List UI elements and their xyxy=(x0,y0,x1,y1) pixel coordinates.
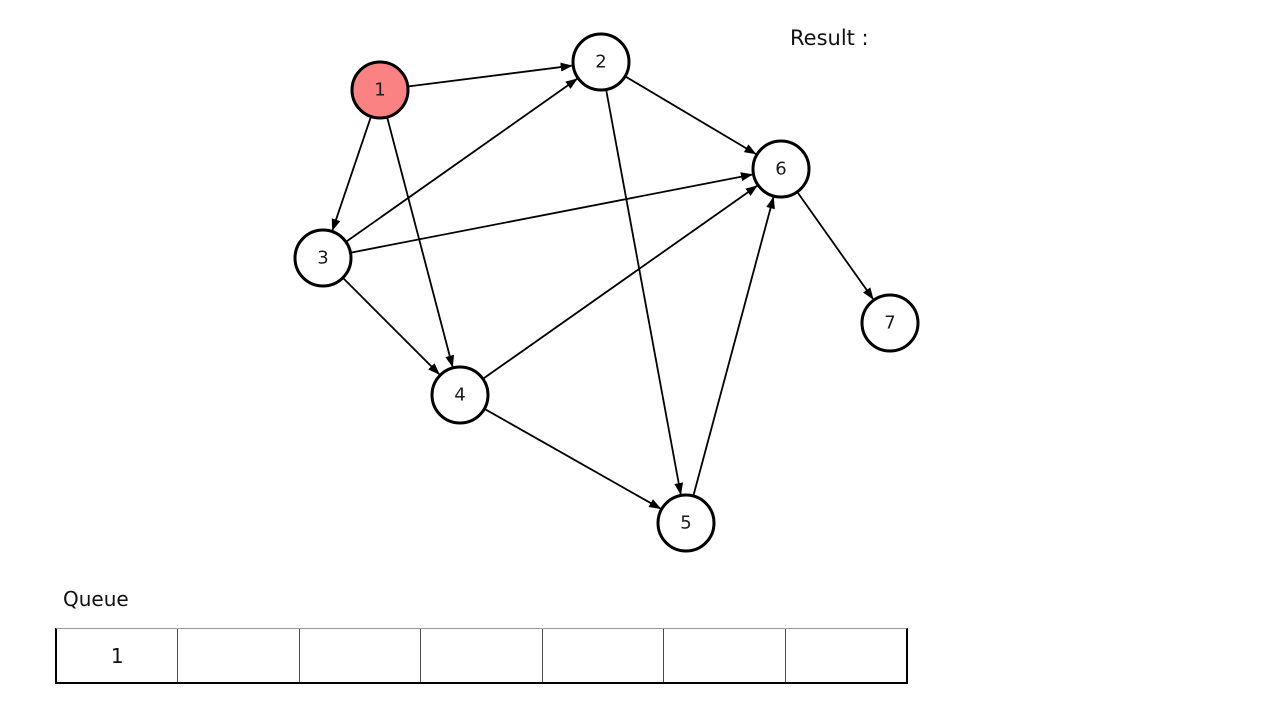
edge-3-2 xyxy=(345,78,578,243)
queue-cell-0: 1 xyxy=(110,643,124,668)
edge-6-7 xyxy=(796,191,874,300)
node-label-7: 7 xyxy=(884,313,895,334)
graph-node-2: 2 xyxy=(571,32,631,92)
node-label-6: 6 xyxy=(775,159,786,180)
edge-2-6 xyxy=(624,75,757,155)
queue-label: Queue xyxy=(63,587,129,611)
graph-node-6: 6 xyxy=(751,139,811,199)
node-circle-1 xyxy=(350,60,410,120)
node-label-4: 4 xyxy=(454,385,465,406)
graph-node-4: 4 xyxy=(430,365,490,425)
edge-1-3 xyxy=(331,116,372,232)
queue-cell-2 xyxy=(298,629,420,682)
edge-3-4 xyxy=(342,277,440,375)
node-label-1: 1 xyxy=(374,80,385,101)
queue-cell-1 xyxy=(177,629,298,682)
node-circle-7 xyxy=(860,293,920,353)
queue-cell-4 xyxy=(541,629,663,682)
edges-layer xyxy=(331,62,874,510)
edge-4-6 xyxy=(482,185,758,380)
graph-node-7: 7 xyxy=(860,293,920,353)
node-circle-4 xyxy=(430,365,490,425)
edge-2-5 xyxy=(605,89,684,495)
node-label-5: 5 xyxy=(680,513,691,534)
edge-1-2 xyxy=(407,62,573,88)
edge-4-5 xyxy=(483,408,662,510)
graph-node-1: 1 xyxy=(350,60,410,120)
queue-cell-6 xyxy=(784,629,906,682)
edge-1-4 xyxy=(386,116,455,368)
edge-5-6 xyxy=(692,196,775,497)
result-label: Result : xyxy=(790,26,869,50)
node-label-2: 2 xyxy=(595,52,606,73)
node-circle-6 xyxy=(751,139,811,199)
node-label-3: 3 xyxy=(317,248,328,269)
node-circle-5 xyxy=(656,493,716,553)
queue-cell-3 xyxy=(420,629,541,682)
node-circle-2 xyxy=(571,32,631,92)
graph-node-5: 5 xyxy=(656,493,716,553)
queue-cell-5 xyxy=(663,629,784,682)
nodes-layer: 1 2 3 4 5 6 7 xyxy=(293,32,920,553)
graph-node-3: 3 xyxy=(293,228,353,288)
node-circle-3 xyxy=(293,228,353,288)
queue-table: 1 xyxy=(55,628,908,684)
edge-3-6 xyxy=(350,172,753,254)
